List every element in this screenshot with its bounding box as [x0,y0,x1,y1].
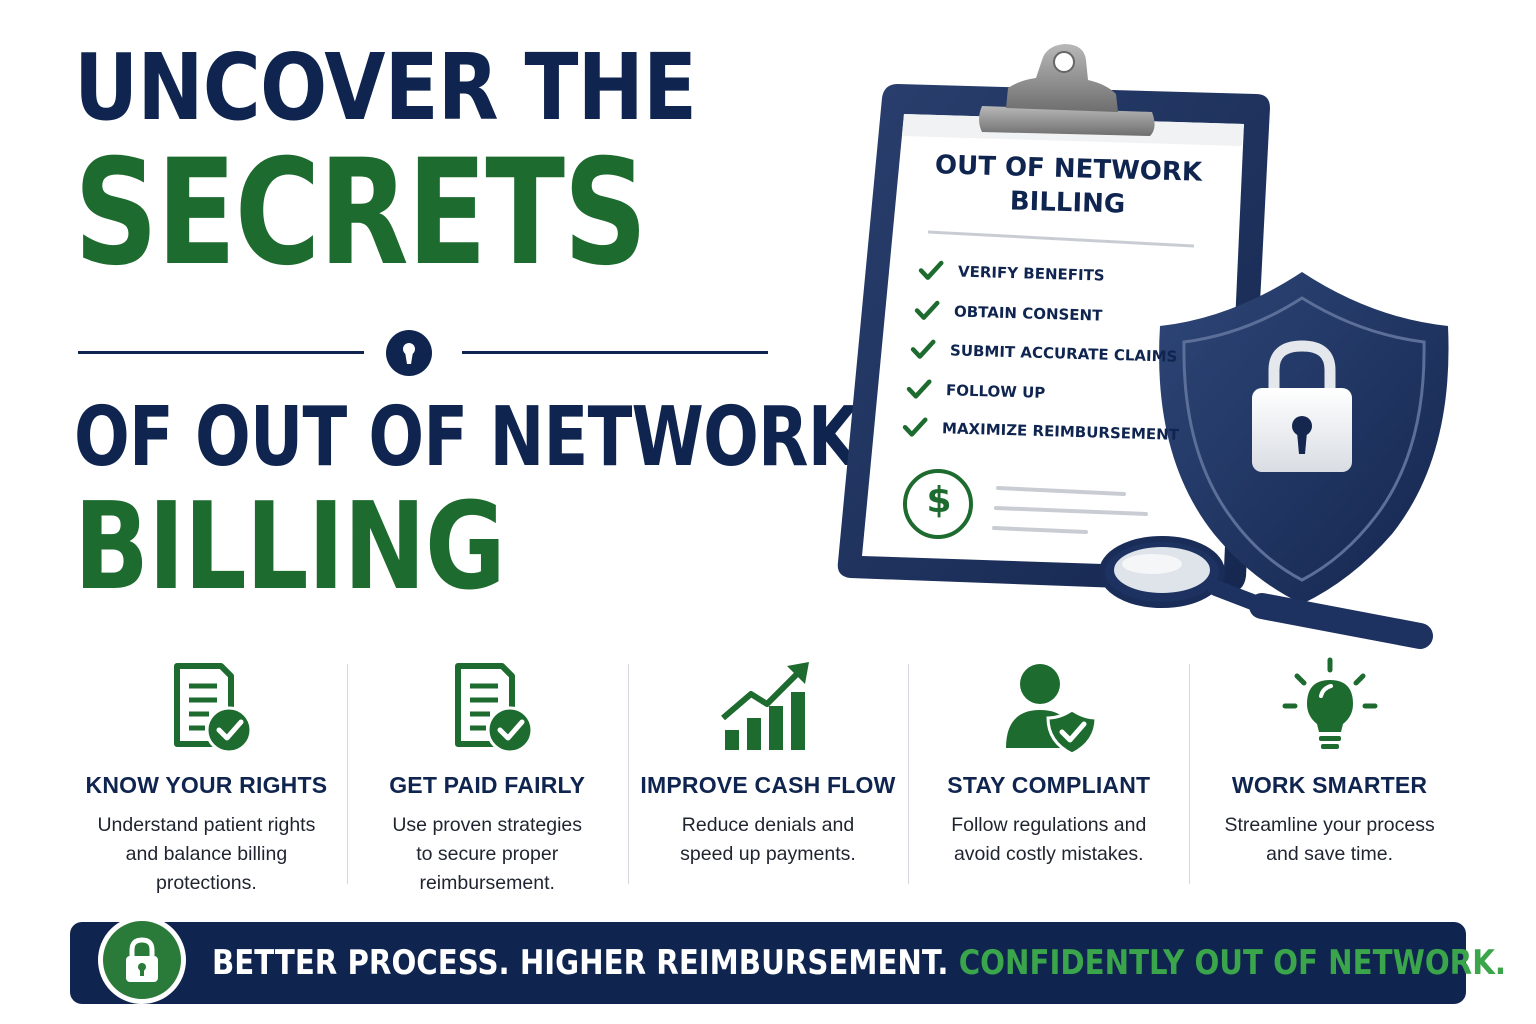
feature-title: IMPROVE CASH FLOW [640,772,896,798]
headline-line-3: OF OUT OF NETWORK [74,390,859,485]
checklist-item-label: VERIFY BENEFITS [957,262,1105,285]
checklist-item-label: FOLLOW UP [945,381,1046,402]
tagline-banner [70,922,1466,1004]
checklist-item: FOLLOW UP [906,378,1046,404]
feature-description: Streamline your process and save time. [1189,811,1470,869]
dollar-icon: $ [926,480,952,521]
magnifying-glass-illustration [1099,536,1433,649]
feature-get-paid-fairly: GET PAID FAIRLY Use proven strategies to… [346,652,628,894]
lightbulb-icon [1282,657,1378,749]
feature-description-line: and save time. [1266,843,1393,865]
divider-rule-left [78,351,364,354]
feature-description-line: Streamline your process [1224,814,1435,836]
feature-improve-cash-flow: IMPROVE CASH FLOW Reduce denials and spe… [627,652,909,892]
user-shield-icon [1005,664,1098,756]
feature-description: Use proven strategies to secure proper r… [347,811,628,898]
feature-description-line: to secure proper [416,843,559,865]
feature-work-smarter: WORK SMARTER Streamline your process and… [1189,652,1470,892]
tagline-green: CONFIDENTLY OUT OF NETWORK. [958,943,1506,983]
shield-illustration [1159,272,1449,604]
checklist-item-label: MAXIMIZE REIMBURSEMENT [941,419,1180,444]
feature-description-line: Understand patient rights [97,814,316,836]
headline-divider [78,328,768,378]
padlock-icon [98,916,186,1004]
headline-line-2: SECRETS [74,128,648,298]
feature-title: GET PAID FAIRLY [389,772,586,798]
checkmark-icon [910,339,936,359]
feature-description-line: Follow regulations and [951,814,1147,836]
feature-description-line: and balance billing [125,843,288,865]
headline: UNCOVER THE SECRETS [74,34,794,298]
headline-line-1: UNCOVER THE [74,34,697,141]
checklist-item: VERIFY BENEFITS [918,259,1105,286]
checklist-item: OBTAIN CONSENT [914,299,1103,326]
tagline-white: BETTER PROCESS. HIGHER REIMBURSEMENT. [212,943,949,983]
feature-description-line: avoid costly mistakes. [953,843,1144,865]
checkmark-icon [902,417,928,437]
feature-description: Follow regulations and avoid costly mist… [908,811,1189,869]
feature-stay-compliant: STAY COMPLIANT Follow regulations and av… [908,652,1189,892]
headline-bottom: OF OUT OF NETWORK BILLING [74,390,859,617]
clipboard-illustration [837,44,1270,592]
feature-description-line: protections. [155,872,257,894]
checkmark-icon [918,260,944,280]
document-check-icon [174,663,253,754]
keyhole-icon [386,330,432,376]
feature-description: Understand patient rights and balance bi… [66,811,347,898]
feature-title: WORK SMARTER [1231,772,1428,798]
checklist-item: SUBMIT ACCURATE CLAIMS [910,338,1178,367]
feature-know-your-rights: KNOW YOUR RIGHTS Understand patient righ… [66,652,347,894]
feature-title: STAY COMPLIANT [947,772,1151,798]
feature-title: KNOW YOUR RIGHTS [85,772,328,798]
document-check-icon [455,663,534,754]
feature-description: Reduce denials and speed up payments. [628,811,909,869]
feature-description-line: Reduce denials and [681,814,855,836]
divider-rule-right [462,351,768,354]
checkmark-icon [914,300,940,320]
tagline-text: BETTER PROCESS. HIGHER REIMBURSEMENT. CO… [212,942,1506,984]
feature-description-line: Use proven strategies [392,814,583,836]
checklist-item: MAXIMIZE REIMBURSEMENT [902,416,1180,446]
billing-illustration: OUT OF NETWORK BILLING VERIFY BENEFITS O… [832,36,1452,666]
feature-row: KNOW YOUR RIGHTS Understand patient righ… [66,652,1470,894]
feature-description-line: speed up payments. [680,843,856,865]
clipboard-title: OUT OF NETWORK BILLING [917,148,1219,224]
feature-description-line: reimbursement. [419,872,555,894]
checklist-item-label: OBTAIN CONSENT [953,302,1103,325]
headline-line-4: BILLING [74,478,506,617]
checkmark-icon [906,379,932,399]
checklist-item-label: SUBMIT ACCURATE CLAIMS [949,341,1178,366]
growth-chart-icon [721,662,809,750]
